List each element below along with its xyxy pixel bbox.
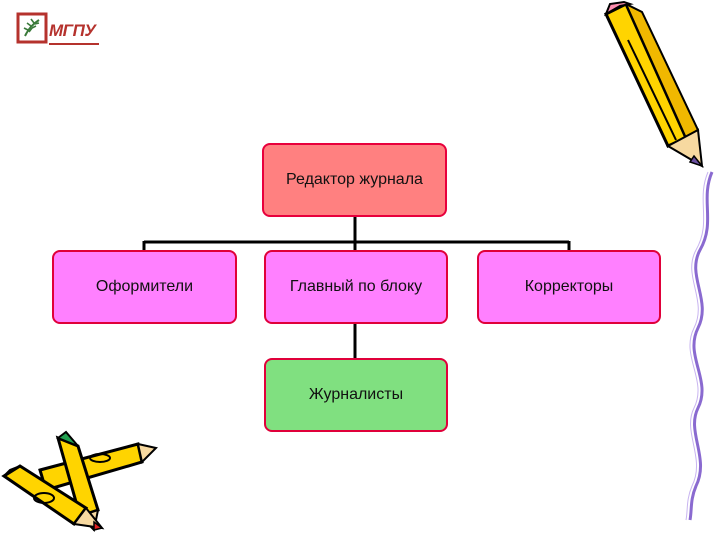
logo-emblem-icon xyxy=(16,12,48,44)
logo-text: МГПУ xyxy=(49,21,96,40)
node-block-chief: Главный по блоку xyxy=(264,250,448,324)
node-journalists-label: Журналисты xyxy=(308,386,404,403)
node-editor-label: Редактор журнала xyxy=(286,171,423,188)
logo-underline xyxy=(49,43,99,45)
university-logo: МГПУ xyxy=(15,10,99,48)
node-designers: Оформители xyxy=(52,250,237,324)
node-designers-label: Оформители xyxy=(95,278,194,295)
node-block-chief-label: Главный по блоку xyxy=(289,278,423,295)
node-proofreaders-label: Корректоры xyxy=(524,278,614,295)
node-journalists: Журналисты xyxy=(264,358,448,432)
node-proofreaders: Корректоры xyxy=(477,250,661,324)
node-editor: Редактор журнала xyxy=(262,143,447,217)
